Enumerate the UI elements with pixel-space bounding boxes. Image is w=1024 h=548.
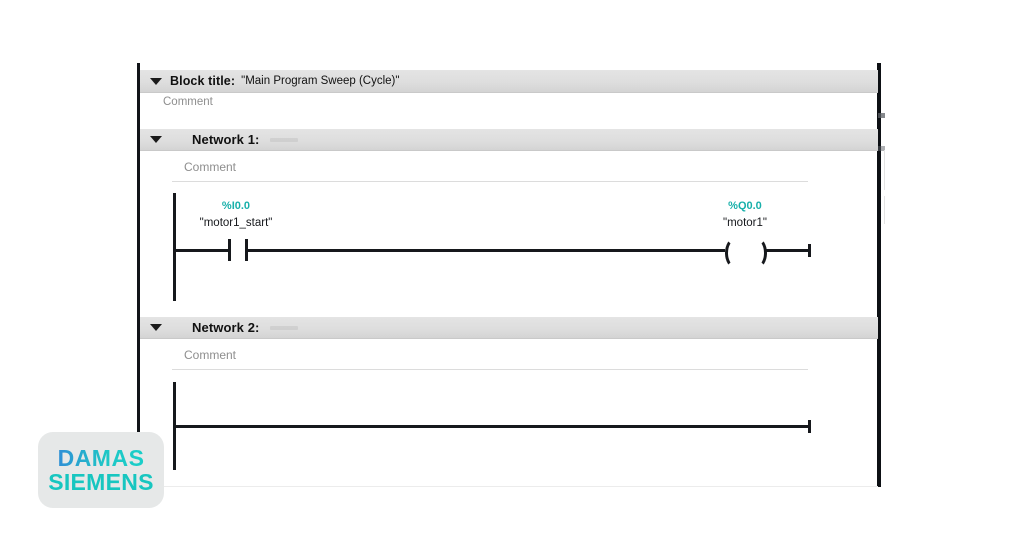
- wire-empty-rung: [173, 425, 811, 428]
- network-2-comment[interactable]: Comment: [184, 348, 237, 362]
- coil-tag-label[interactable]: "motor1": [723, 217, 767, 229]
- scroll-marker-upper: [878, 113, 885, 118]
- network-1-comment[interactable]: Comment: [184, 160, 237, 174]
- coil-arc-left[interactable]: [725, 238, 744, 268]
- block-comment[interactable]: Comment: [163, 96, 213, 108]
- network-2-separator: [172, 369, 808, 370]
- chevron-down-icon[interactable]: [150, 324, 162, 331]
- network-1-header[interactable]: Network 1:: [140, 129, 878, 151]
- scroll-hairline-b: [884, 196, 885, 224]
- ladder-editor-canvas: [137, 63, 882, 487]
- editor-left-border: [137, 63, 140, 487]
- network-2-label: Network 2:: [192, 320, 260, 335]
- chevron-down-icon[interactable]: [150, 136, 162, 143]
- watermark-line-damas: DAMAS: [57, 444, 145, 471]
- network-1-separator: [172, 181, 808, 182]
- block-title-bar[interactable]: Block title: "Main Program Sweep (Cycle)…: [140, 70, 878, 93]
- network-2-header[interactable]: Network 2:: [140, 317, 878, 339]
- editor-right-scrollbar[interactable]: [877, 63, 881, 487]
- wire-contact-to-coil: [248, 249, 725, 252]
- coil-arc-right[interactable]: [748, 238, 767, 268]
- contact-bar-left[interactable]: [228, 239, 231, 261]
- chevron-down-icon[interactable]: [150, 77, 162, 85]
- rung-end-tick: [808, 420, 811, 433]
- watermark-line-siemens: SIEMENS: [48, 468, 154, 495]
- network-1-label: Network 1:: [192, 132, 260, 147]
- contact-address-label: %I0.0: [221, 200, 251, 212]
- network-2-title-placeholder[interactable]: [270, 325, 299, 330]
- wire-coil-to-end: [764, 249, 811, 252]
- block-title-label: Block title:: [170, 74, 236, 88]
- network-1-title-placeholder[interactable]: [270, 137, 299, 142]
- contact-tag-label[interactable]: "motor1_start": [199, 217, 273, 229]
- power-rail-left: [173, 193, 176, 301]
- coil-address-label: %Q0.0: [728, 200, 762, 212]
- editor-bottom-separator: [140, 486, 878, 487]
- block-title-value: "Main Program Sweep (Cycle)": [241, 75, 400, 87]
- watermark-logo: DAMAS SIEMENS: [38, 432, 164, 508]
- contact-bar-right[interactable]: [245, 239, 248, 261]
- rung-end-tick: [808, 244, 811, 257]
- wire-rail-to-contact: [173, 249, 228, 252]
- scroll-marker-lower: [878, 146, 885, 151]
- scroll-hairline-a: [884, 150, 885, 190]
